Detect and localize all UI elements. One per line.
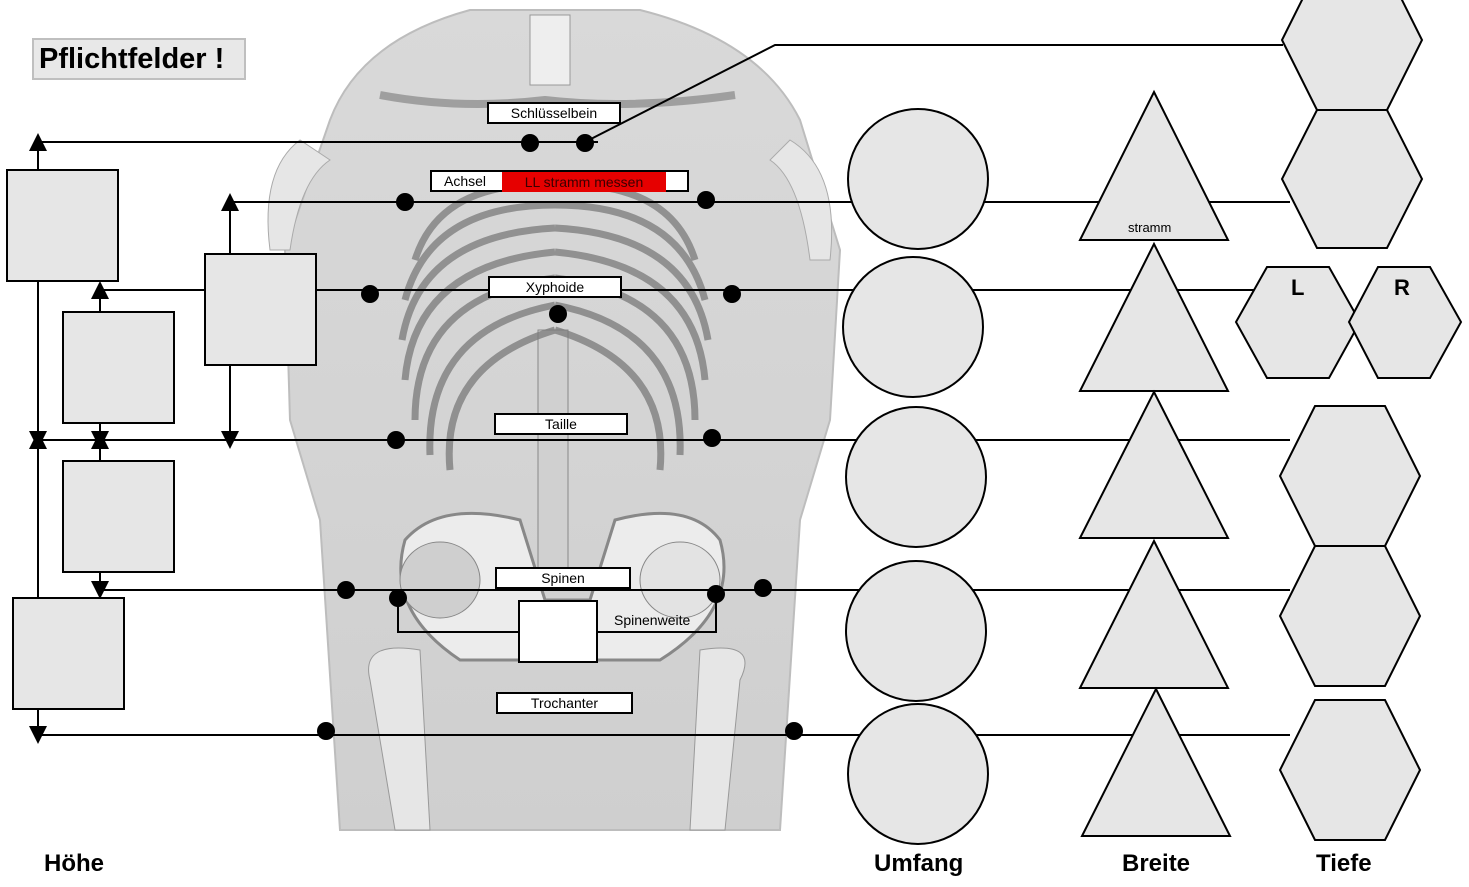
- width-field-spines[interactable]: [1080, 541, 1228, 688]
- height-field-axilla-to-waist[interactable]: [204, 253, 317, 366]
- column-title-width: Breite: [1122, 850, 1190, 878]
- axilla-warning: LL stramm messen: [502, 172, 666, 192]
- mandatory-note: Pflichtfelder !: [32, 38, 246, 80]
- width-field-axilla[interactable]: [1080, 92, 1228, 240]
- circumference-field-trochanter[interactable]: [848, 704, 988, 844]
- depth-left-label: L: [1291, 275, 1304, 301]
- circumference-field-waist[interactable]: [846, 407, 986, 547]
- label-spines: Spinen: [495, 567, 631, 589]
- label-waist: Taille: [494, 413, 628, 435]
- label-axilla-text: Achsel: [432, 173, 486, 189]
- spine-width-field[interactable]: [518, 600, 598, 663]
- label-xiphoid: Xyphoide: [488, 276, 622, 298]
- column-title-depth: Tiefe: [1316, 850, 1372, 878]
- width-field-waist[interactable]: [1080, 392, 1228, 538]
- depth-right-label: R: [1394, 275, 1410, 301]
- height-field-upper-outer[interactable]: [6, 169, 119, 282]
- height-field-lower-outer[interactable]: [12, 597, 125, 710]
- depth-field-clavicle[interactable]: [1282, 0, 1422, 110]
- width-fields: [1080, 92, 1230, 836]
- depth-field-waist[interactable]: [1280, 406, 1420, 546]
- circumference-field-axilla[interactable]: [848, 109, 988, 249]
- height-field-xiphoid-to-waist[interactable]: [62, 311, 175, 424]
- width-field-xiphoid[interactable]: [1080, 244, 1228, 391]
- column-title-circumference: Umfang: [874, 850, 963, 878]
- width-field-trochanter[interactable]: [1082, 689, 1230, 836]
- circumference-field-spines[interactable]: [846, 561, 986, 701]
- depth-field-axilla[interactable]: [1282, 110, 1422, 248]
- height-field-waist-to-spines[interactable]: [62, 460, 175, 573]
- circumference-field-xiphoid[interactable]: [843, 257, 983, 397]
- column-title-height: Höhe: [44, 850, 104, 878]
- depth-fields: [1236, 0, 1461, 840]
- label-clavicle: Schlüsselbein: [487, 102, 621, 124]
- circumference-fields: [843, 109, 988, 844]
- label-spine-width: Spinenweite: [614, 612, 690, 628]
- depth-field-spines[interactable]: [1280, 546, 1420, 686]
- label-trochanter: Trochanter: [496, 692, 633, 714]
- width-note: stramm: [1128, 220, 1171, 235]
- depth-field-trochanter[interactable]: [1280, 700, 1420, 840]
